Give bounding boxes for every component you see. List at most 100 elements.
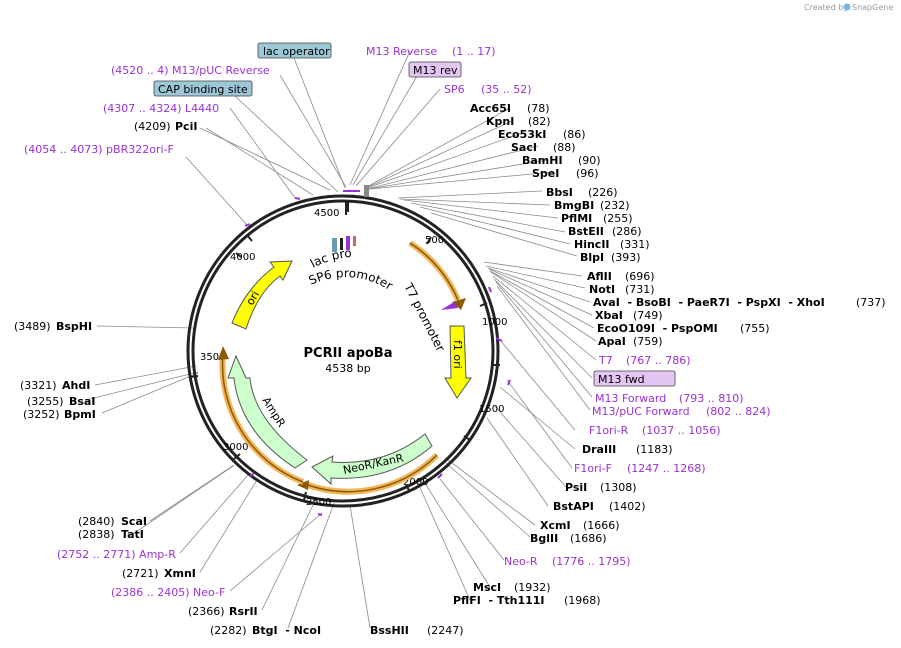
tick-3500: 3500 (200, 352, 225, 363)
leader-lines (85, 50, 597, 629)
tick-500: 500 (425, 235, 444, 246)
site-psii: PsiI (565, 481, 587, 494)
primer-neo-f: (2386 .. 2405) Neo-F (111, 586, 225, 599)
credit-prefix: Created by (804, 3, 848, 12)
site-pflmi: PflMI (561, 212, 592, 225)
ampr-arc-arrowhead (218, 346, 229, 360)
site-bstapi: BstAPI (553, 500, 594, 513)
mcs-block (345, 185, 369, 212)
primer-sp6-pos: (35 .. 52) (481, 83, 532, 96)
site-msci-pos: (1932) (514, 581, 551, 594)
primer-t7: T7 (598, 354, 613, 367)
site-bsteii: BstEII (568, 225, 604, 238)
primer-labels: M13 Reverse (1 .. 17) (4520 .. 4) M13/pU… (24, 45, 771, 599)
ampr-promoter-arc (221, 352, 304, 483)
m13-rev-label: M13 rev (413, 64, 458, 77)
cap-binding-site-label: CAP binding site (158, 83, 248, 96)
primer-f1ori-f: F1ori-F (574, 462, 612, 475)
site-avai-group-pos: (737) (856, 296, 886, 309)
box-m13-rev: M13 rev (408, 61, 462, 78)
site-eco53ki-pos: (86) (563, 128, 586, 141)
site-acc65i-pos: (78) (527, 102, 550, 115)
tick-1000: 1000 (482, 317, 507, 328)
primer-sp6: SP6 (444, 83, 465, 96)
site-saci: SacI (511, 141, 537, 154)
site-bsai: BsaI (69, 395, 95, 408)
box-cap-binding-site: CAP binding site (153, 80, 253, 97)
primer-l4440: (4307 .. 4324) L4440 (103, 102, 219, 115)
site-aflii-pos: (696) (625, 270, 655, 283)
backbone-inner (191, 199, 495, 503)
sites-left: (4209) PciI (3489) BspHI (3321) AhdI (32… (14, 120, 321, 637)
backbone-outer (186, 194, 500, 508)
site-noti-pos: (731) (625, 283, 655, 296)
plasmid-length: 4538 bp (325, 362, 370, 375)
primer-m13-forward-pos: (793 .. 810) (679, 392, 744, 405)
primer-f1ori-f-pos: (1247 .. 1268) (627, 462, 706, 475)
site-draiii: DraIII (582, 443, 616, 456)
site-bamhi: BamHI (522, 154, 563, 167)
tick-2500: 2500 (306, 497, 331, 508)
tick-1500: 1500 (479, 404, 504, 415)
m13-fwd-label: M13 fwd (598, 373, 645, 386)
site-tati: TatI (121, 528, 144, 541)
site-bsshii-pos: (2247) (427, 624, 464, 637)
site-saci-pos: (88) (553, 141, 576, 154)
site-pcii: PciI (175, 120, 197, 133)
site-aflii: AflII (587, 270, 612, 283)
primer-f1ori-r: F1ori-R (589, 424, 629, 437)
t7-promoter-label: T7 promoter (401, 280, 448, 354)
site-kpni: KpnI (486, 115, 514, 128)
sp6-promoter-label: SP6 promoter (307, 266, 396, 293)
primer-neo-r-pos: (1776 .. 1795) (552, 555, 631, 568)
primer-m13-puc-forward-pos: (802 .. 824) (706, 405, 771, 418)
site-pcii-pos: (4209) (134, 120, 171, 133)
mcs-glyph-2 (353, 236, 356, 246)
site-ahdi-pos: (3321) (20, 379, 57, 392)
tick-3000: 3000 (223, 442, 248, 453)
site-bmgbi-pos: (232) (600, 199, 630, 212)
t7-promoter-arc (409, 242, 459, 301)
site-bpmi-pos: (3252) (23, 408, 60, 421)
site-bsphi: BspHI (56, 320, 92, 333)
site-pflfi-group-pos: (1968) (564, 594, 601, 607)
site-kpni-pos: (82) (528, 115, 551, 128)
primer-marks (244, 190, 511, 516)
site-avai-group: AvaI - BsoBI - PaeR7I - PspXI - XhoI (593, 296, 825, 309)
site-bglii-pos: (1686) (570, 532, 607, 545)
tick-labels: 4500 500 1000 1500 2000 2500 3000 3500 4… (200, 208, 507, 508)
primer-pbr322ori-f: (4054 .. 4073) pBR322ori-F (24, 143, 174, 156)
site-bsteii-pos: (286) (612, 225, 642, 238)
primer-t7-pos: (767 .. 786) (626, 354, 691, 367)
box-lac-operator: lac operator (257, 42, 332, 59)
credit-brand: SnapGene (852, 3, 893, 12)
neor-promoter-arc (304, 454, 438, 493)
primer-neo-r: Neo-R (504, 555, 538, 568)
lac-promoter-label: lac promoter (0, 0, 352, 271)
lac-operator-label: lac operator (263, 45, 330, 58)
site-xmni-pos: (2721) (122, 567, 159, 580)
site-bpmi: BpmI (64, 408, 96, 421)
site-ecoo109i-group-pos: (755) (740, 322, 770, 335)
site-bsshii: BssHII (370, 624, 409, 637)
neor-arc-arrowhead (297, 480, 309, 490)
site-bsphi-pos: (3489) (14, 320, 51, 333)
t7-promoter-arrowhead (452, 298, 466, 310)
site-pflmi-pos: (255) (603, 212, 633, 225)
ori-label: ori (244, 289, 263, 308)
ampr-arrow (227, 354, 308, 469)
neor-kanr-arrow (311, 433, 433, 486)
site-blpi: BlpI (580, 251, 604, 264)
site-xmni: XmnI (164, 567, 196, 580)
site-xbai: XbaI (595, 309, 623, 322)
site-tati-pos: (2838) (78, 528, 115, 541)
site-bmgbi: BmgBI (554, 199, 594, 212)
snapgene-credit: Created by SnapGene (804, 3, 893, 12)
site-xcmi: XcmI (540, 519, 571, 532)
tick-4000: 4000 (230, 252, 255, 263)
site-psii-pos: (1308) (600, 481, 637, 494)
plasmid-name: PCRII apoBa (304, 346, 393, 361)
feature-arrows (218, 236, 472, 495)
site-ahdi: AhdI (62, 379, 90, 392)
